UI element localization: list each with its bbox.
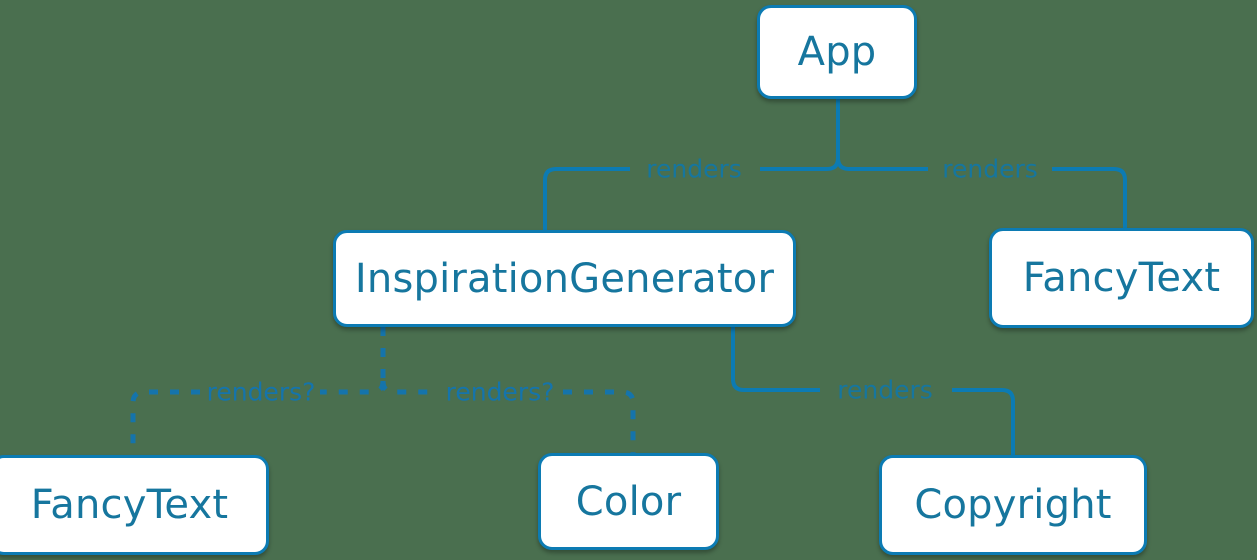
node-color[interactable]: Color	[538, 453, 719, 550]
node-fancytext-bottom-label: FancyText	[30, 482, 229, 528]
edge-inspiration-generator-to-color-segment-a	[380, 380, 437, 395]
edge-app-to-inspiration-generator-segment-a	[760, 157, 840, 171]
edge-label-inspiration-generator-to-copyright: renders	[837, 375, 933, 405]
node-copyright-label: Copyright	[914, 482, 1112, 528]
edge-app-to-fancytext-top-segment-b	[1052, 167, 1127, 228]
edge-inspiration-generator-to-color-segment-b	[563, 389, 636, 453]
edge-inspiration-generator-to-fancytext-bottom-segment-a	[320, 380, 386, 395]
node-app[interactable]: App	[757, 5, 917, 99]
node-fancytext-top-label: FancyText	[1022, 255, 1221, 301]
edge-app-to-inspiration-generator-segment-b	[543, 167, 630, 230]
edge-inspiration-generator-to-copyright-segment-b	[952, 388, 1015, 455]
edge-label-inspiration-generator-to-color: renders?	[445, 377, 555, 407]
edge-label-app-to-inspiration-generator: renders	[646, 154, 742, 184]
edge-label-inspiration-generator-to-fancytext-bottom: renders?	[206, 377, 316, 407]
edge-inspiration-generator-to-fancytext-bottom-segment-b	[130, 389, 200, 455]
node-app-label: App	[797, 29, 877, 75]
node-inspiration-generator-label: InspirationGenerator	[354, 255, 775, 302]
node-fancytext-top[interactable]: FancyText	[989, 228, 1254, 328]
edge-inspiration-generator-to-copyright-segment-a	[731, 327, 820, 392]
node-copyright[interactable]: Copyright	[879, 455, 1147, 555]
edge-app-to-fancytext-top-segment-a	[836, 99, 928, 171]
node-inspiration-generator[interactable]: InspirationGenerator	[333, 230, 796, 327]
edge-label-app-to-fancytext-top: renders	[942, 154, 1038, 184]
node-fancytext-bottom[interactable]: FancyText	[0, 455, 269, 555]
node-color-label: Color	[575, 478, 682, 525]
